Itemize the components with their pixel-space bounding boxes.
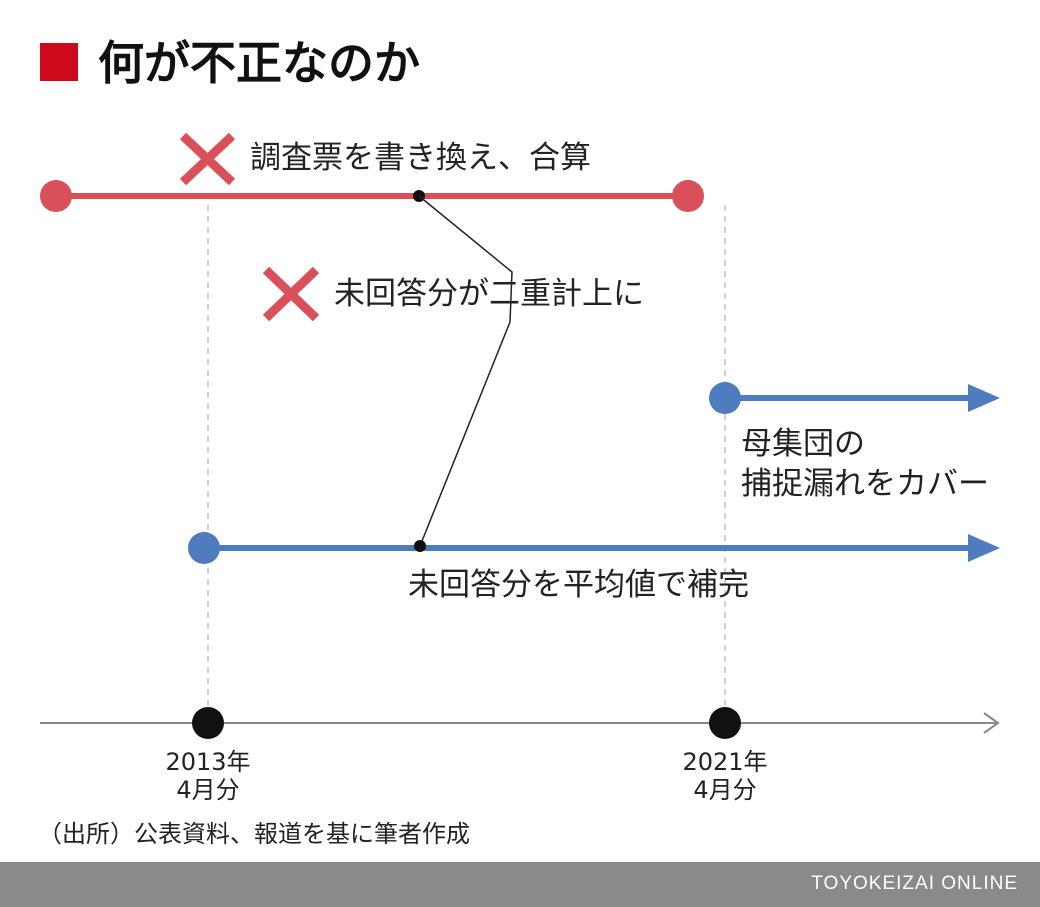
blue-upper-start-dot	[709, 382, 741, 414]
cross-icon-rewrite	[179, 132, 236, 186]
label-double-count: 未回答分が二重計上に	[334, 276, 644, 312]
red-end-dot	[672, 180, 704, 212]
label-cover-line1: 母集団の	[741, 426, 865, 462]
axis-point-2013	[192, 707, 224, 739]
red-start-dot	[40, 180, 72, 212]
tick-2021-year: 2021年	[682, 748, 768, 776]
blue-lower-start-dot	[188, 532, 220, 564]
tick-label-2021: 2021年 4月分	[660, 748, 790, 804]
tick-2013-year: 2013年	[165, 748, 251, 776]
axis-point-2021	[709, 707, 741, 739]
label-rewrite: 調査票を書き換え、合算	[250, 140, 591, 176]
blue-lower-mid-dot	[414, 540, 426, 552]
footer-bar: TOYOKEIZAI ONLINE	[0, 862, 1040, 907]
title-square-icon	[40, 43, 78, 81]
footer-brand: TOYOKEIZAI ONLINE	[811, 873, 1018, 894]
blue-lower-arrowhead	[968, 534, 1000, 562]
cross-icon-double-count	[262, 266, 320, 322]
double-count-connector	[418, 195, 513, 547]
page-title: 何が不正なのか	[98, 36, 420, 90]
tick-2013-month: 4月分	[176, 776, 240, 804]
source-note: （出所）公表資料、報道を基に筆者作成	[38, 820, 470, 848]
label-cover: 母集団の 捕捉漏れをカバー	[741, 424, 989, 504]
label-cover-line2: 捕捉漏れをカバー	[741, 466, 989, 502]
blue-upper-arrowhead	[968, 384, 1000, 412]
tick-2021-month: 4月分	[693, 776, 757, 804]
label-impute: 未回答分を平均値で補完	[408, 567, 749, 603]
time-axis-arrowhead	[983, 712, 1000, 734]
tick-label-2013: 2013年 4月分	[143, 748, 273, 804]
